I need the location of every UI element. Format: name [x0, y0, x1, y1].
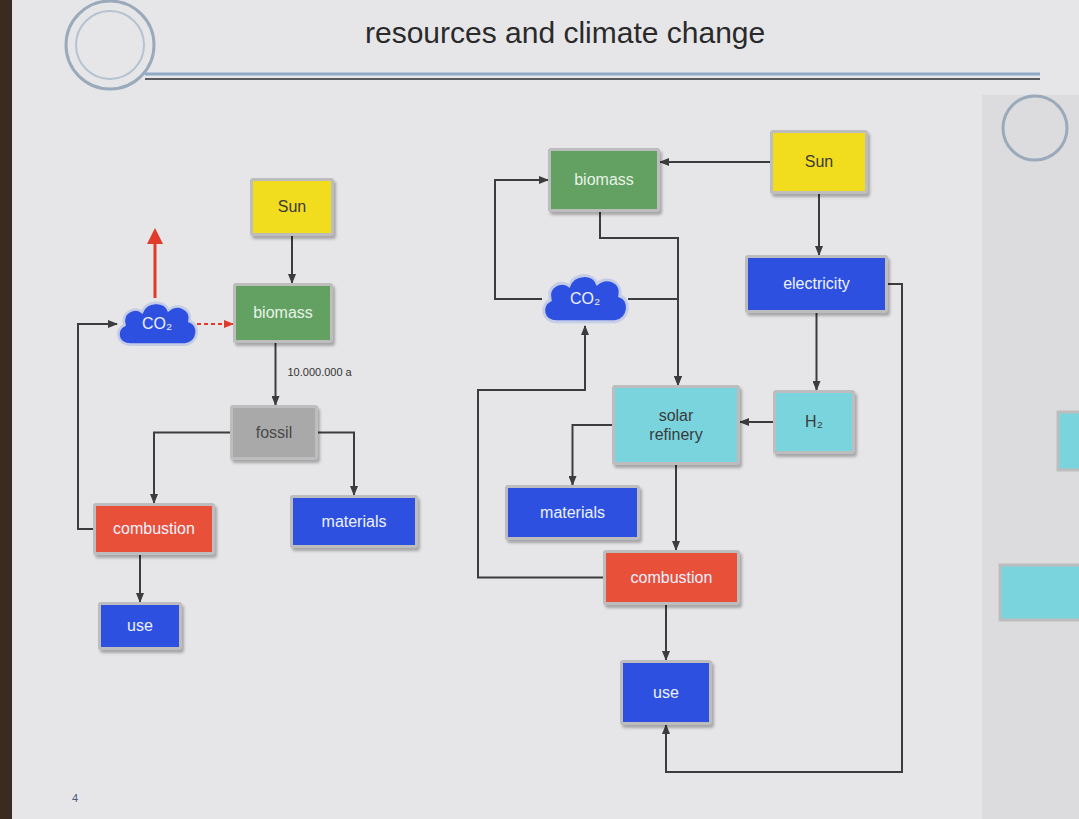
cut-box — [1000, 565, 1079, 620]
process-box: electricity — [745, 255, 888, 313]
process-box: combustion — [603, 550, 740, 605]
connector — [139, 555, 141, 602]
connector — [275, 343, 277, 405]
slide-title: resources and climate change — [365, 16, 765, 50]
connector — [318, 433, 354, 496]
edge-label: 10.000.000 a — [286, 366, 354, 378]
connector — [573, 425, 613, 485]
node-label: biomass — [574, 170, 634, 189]
node-label: Sun — [805, 152, 833, 171]
connector — [816, 313, 818, 390]
node-label: materials — [540, 503, 605, 522]
connector — [665, 605, 667, 660]
process-box: materials — [290, 495, 418, 548]
node-label: combustion — [113, 519, 195, 538]
process-box: combustion — [93, 503, 215, 555]
node-label: CO₂ — [142, 314, 172, 333]
process-box: use — [98, 602, 182, 650]
node-label: use — [653, 683, 679, 702]
node-label: biomass — [253, 303, 313, 322]
process-box: fossil — [230, 405, 318, 460]
logo-seal — [1003, 96, 1067, 160]
connector — [628, 299, 678, 385]
process-box: use — [620, 660, 712, 725]
connector — [495, 180, 548, 299]
cloud-shape: CO₂ — [113, 296, 201, 352]
cut-box — [1058, 412, 1079, 470]
slide-ground — [12, 0, 1079, 819]
node-label: fossil — [256, 423, 292, 442]
process-box: Sun — [250, 178, 334, 236]
connector — [197, 323, 233, 325]
logo-seal — [66, 1, 154, 89]
page-number: 4 — [72, 792, 78, 804]
process-box: H₂ — [773, 390, 855, 454]
connector — [740, 421, 773, 423]
connector — [78, 324, 117, 529]
node-label: CO₂ — [570, 289, 600, 308]
node-label: combustion — [631, 568, 713, 587]
connector — [660, 161, 770, 163]
connector — [154, 433, 230, 504]
logo-seal — [76, 11, 144, 79]
node-label: materials — [322, 512, 387, 531]
node-label: Sun — [278, 197, 306, 216]
process-box: solar refinery — [612, 385, 740, 465]
process-box: biomass — [548, 148, 660, 212]
node-label: H₂ — [805, 412, 823, 431]
connector — [291, 236, 293, 283]
node-label: electricity — [783, 274, 850, 293]
title-rule — [145, 73, 1040, 76]
node-label: solar refinery — [636, 406, 716, 444]
title-rule — [145, 78, 1040, 80]
connector — [675, 465, 677, 550]
process-box: materials — [505, 485, 640, 540]
node-label: use — [127, 616, 153, 635]
emission-arrow-head — [147, 228, 163, 244]
photo-edge — [0, 0, 12, 819]
emission-arrow — [154, 240, 157, 298]
process-box: Sun — [770, 130, 868, 194]
process-box: biomass — [233, 283, 333, 343]
cloud-shape: CO₂ — [538, 268, 632, 330]
connector — [818, 194, 820, 255]
